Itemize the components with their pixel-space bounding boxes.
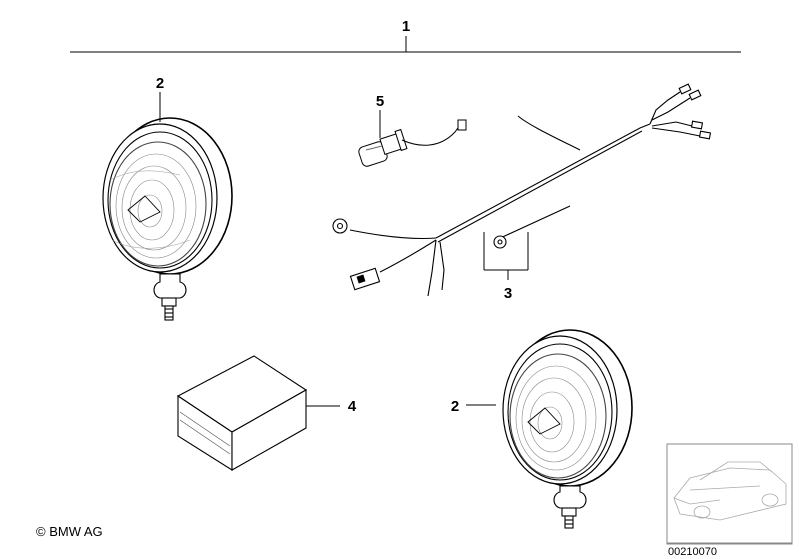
package-box [176, 355, 308, 471]
diagram-number: 00210070 [668, 546, 717, 558]
wiring-harness [332, 83, 712, 297]
callout-1: 1 [402, 18, 410, 35]
assembly-bracket [70, 36, 741, 53]
leader-3 [483, 232, 529, 280]
vehicle-thumbnail: 00210070 [666, 443, 793, 558]
callout-2-right: 2 [451, 398, 459, 415]
copyright-text: © BMW AG [36, 524, 103, 539]
callout-5: 5 [376, 93, 384, 110]
car-icon [673, 461, 787, 521]
fog-lamp-right [502, 329, 633, 529]
callout-3: 3 [504, 285, 512, 302]
bulb [358, 119, 467, 167]
callout-2-left: 2 [156, 75, 164, 92]
callout-4: 4 [348, 398, 357, 415]
fog-lamp-left [102, 117, 233, 321]
